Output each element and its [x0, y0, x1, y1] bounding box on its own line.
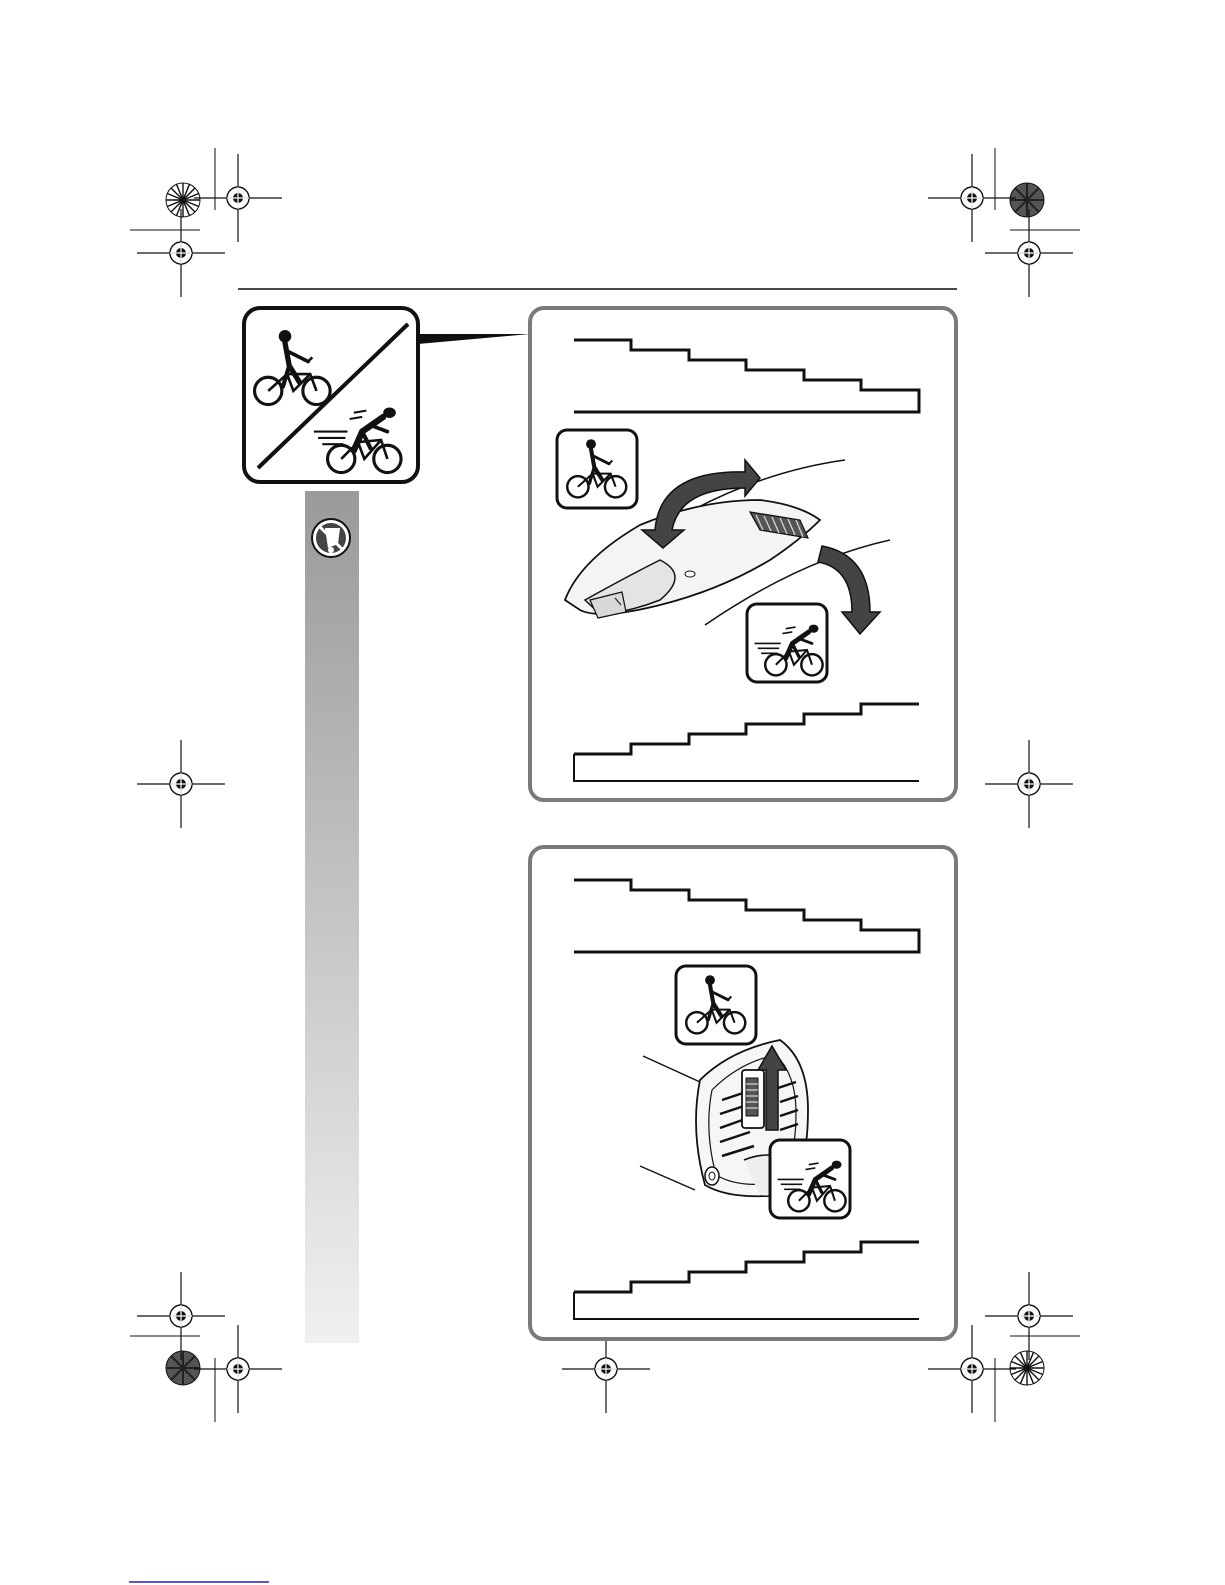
speed-mode-badge: [244, 308, 418, 482]
color-target-icon: [166, 1351, 200, 1385]
bottom-controller-panel: [530, 847, 956, 1339]
fast-mode-badge: [770, 1140, 850, 1218]
slow-mode-badge: [676, 966, 756, 1044]
registration-crosshair-icon: [985, 1272, 1073, 1360]
color-target-icon: [1010, 183, 1044, 217]
callout-pointer: [418, 334, 530, 344]
side-wheel: [746, 1078, 758, 1116]
registration-crosshair-icon: [194, 154, 282, 242]
no-touch-warning-icon: [312, 519, 350, 557]
color-target-icon: [1010, 1351, 1044, 1385]
side-strip: [305, 491, 359, 1343]
top-controller-panel: [530, 308, 956, 800]
color-target-icon: [166, 183, 200, 217]
registration-crosshair-icon: [194, 1325, 282, 1413]
registration-crosshair-icon: [985, 740, 1073, 828]
registration-crosshair-icon: [985, 209, 1073, 297]
slow-mode-badge: [557, 430, 637, 508]
registration-crosshair-icon: [137, 1272, 225, 1360]
registration-crosshair-icon: [928, 154, 1016, 242]
registration-crosshair-icon: [137, 209, 225, 297]
fast-mode-badge: [747, 604, 827, 682]
registration-crosshair-icon: [137, 740, 225, 828]
